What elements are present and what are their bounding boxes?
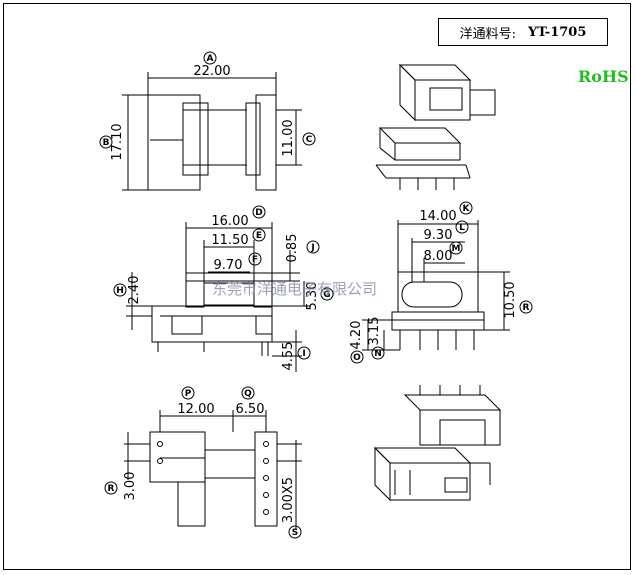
isometric-view-top — [375, 63, 496, 190]
marker-d — [252, 205, 266, 219]
dim-l: 9.30 — [424, 228, 453, 243]
marker-p — [181, 386, 195, 400]
marker-n — [371, 346, 385, 360]
marker-f — [248, 252, 262, 266]
marker-j — [306, 240, 320, 254]
dim-i: 4.55 — [281, 342, 296, 371]
marker-c-letter: C — [306, 135, 313, 145]
marker-h-letter: H — [116, 286, 124, 296]
marker-o — [350, 350, 364, 364]
marker-s — [288, 525, 302, 539]
marker-q — [241, 386, 255, 400]
dim-r2: 3.00 — [123, 472, 138, 501]
dim-e: 11.50 — [211, 233, 248, 248]
rohs-badge: RoHS — [578, 67, 629, 86]
marker-k-letter: K — [463, 204, 471, 214]
marker-h — [113, 283, 127, 297]
dim-c: 11.00 — [281, 119, 296, 156]
part-number-value: YT-1705 — [528, 24, 587, 40]
dim-h: 2.40 — [127, 276, 142, 305]
side-view — [362, 220, 510, 351]
marker-c — [302, 132, 316, 146]
part-number-box: 洋通料号: YT-1705 — [438, 18, 608, 46]
part-number-label: 洋通料号: — [459, 26, 516, 42]
marker-a — [203, 51, 217, 65]
dim-m: 8.00 — [424, 249, 453, 264]
dim-o: 4.20 — [349, 321, 364, 350]
dim-a: 22.00 — [193, 64, 230, 79]
marker-d-letter: D — [255, 208, 262, 218]
marker-l — [455, 220, 469, 234]
dim-p: 12.00 — [177, 402, 214, 417]
dim-f: 9.70 — [214, 258, 243, 273]
marker-r-letter: R — [523, 303, 530, 313]
marker-g-letter: G — [323, 290, 330, 300]
dim-b: 17.10 — [110, 123, 125, 160]
marker-b-letter: B — [103, 138, 110, 148]
dim-j: 0.85 — [285, 234, 300, 263]
dim-d: 16.00 — [211, 214, 248, 229]
marker-a-letter: A — [207, 54, 214, 64]
marker-r2 — [104, 481, 118, 495]
marker-i-letter: I — [302, 349, 305, 359]
marker-b — [99, 135, 113, 149]
marker-i — [297, 346, 311, 360]
marker-p-letter: P — [185, 389, 192, 399]
dim-k: 14.00 — [419, 209, 456, 224]
marker-f-letter: F — [252, 255, 258, 265]
marker-l-letter: L — [459, 223, 465, 233]
top-view — [122, 72, 302, 191]
marker-s-letter: S — [292, 528, 298, 538]
dim-g: 5.30 — [305, 282, 320, 311]
marker-e — [252, 228, 266, 242]
marker-q-letter: Q — [244, 389, 252, 399]
isometric-view-bottom — [373, 385, 502, 502]
front-view — [126, 222, 310, 372]
dim-r: 10.50 — [503, 281, 518, 318]
label-markers — [99, 51, 533, 539]
marker-n-letter: N — [374, 349, 382, 359]
marker-m-letter: M — [452, 244, 461, 254]
dim-s: 3.00X5 — [281, 477, 296, 523]
marker-e-letter: E — [256, 231, 262, 241]
bottom-view — [124, 410, 302, 530]
marker-m — [449, 241, 463, 255]
marker-k — [459, 201, 473, 215]
marker-o-letter: O — [353, 353, 361, 363]
marker-r2-letter: R — [108, 484, 115, 494]
marker-r — [519, 300, 533, 314]
dim-q: 6.50 — [236, 402, 265, 417]
watermark-text: 东莞市洋通电子有限公司 — [212, 280, 377, 298]
drawing-frame — [3, 3, 631, 570]
dim-n: 3.15 — [367, 317, 382, 346]
marker-g — [320, 287, 334, 301]
marker-j-letter: J — [310, 243, 314, 253]
